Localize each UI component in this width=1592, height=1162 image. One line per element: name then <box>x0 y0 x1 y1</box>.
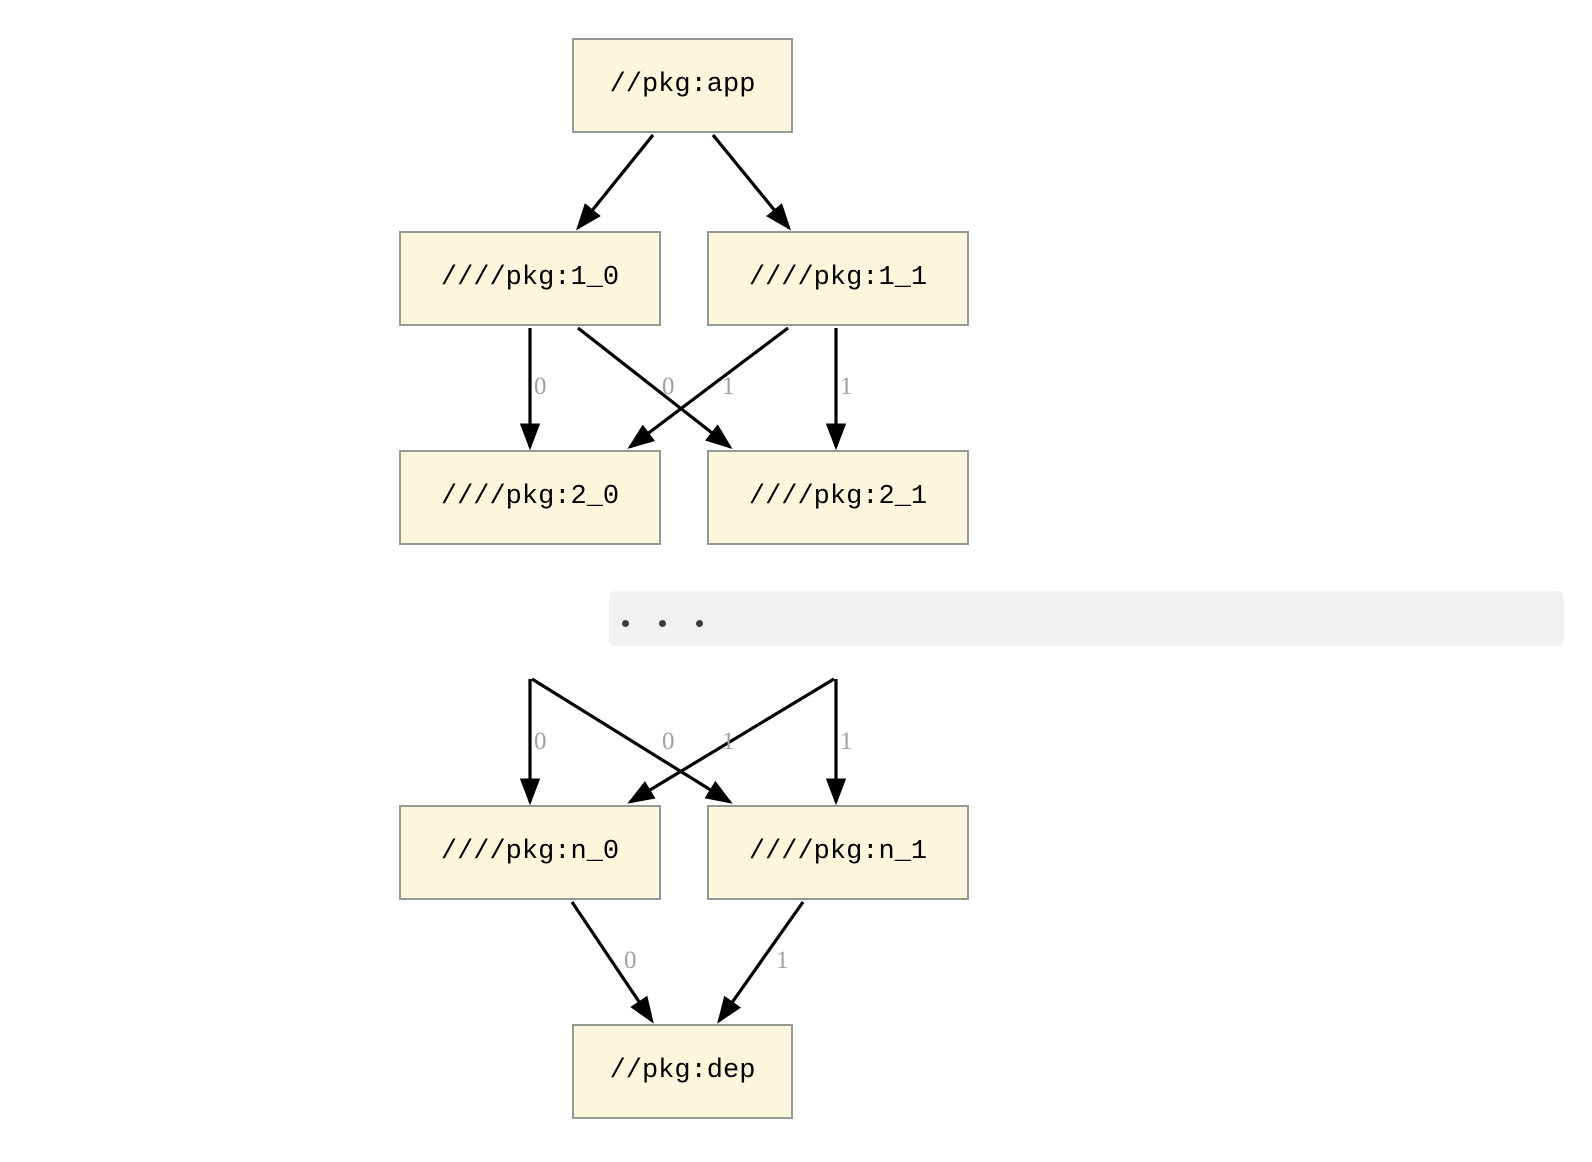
node-label: ////pkg:1_1 <box>748 263 928 293</box>
node-l2_1[interactable]: ////pkg:2_1 <box>707 450 969 545</box>
edge-dangling-to-ln_0 <box>627 677 835 804</box>
edge-label: 1 <box>722 728 735 755</box>
node-label: ////pkg:n_1 <box>748 837 928 867</box>
edge-dangling-to-ln_1 <box>531 677 733 804</box>
edge-l1_1-to-l2_0 <box>627 326 789 449</box>
node-dep[interactable]: //pkg:dep <box>572 1024 793 1119</box>
edge-label: 1 <box>722 373 735 400</box>
node-l1_0[interactable]: ////pkg:1_0 <box>399 231 661 326</box>
edge-label: 0 <box>662 373 675 400</box>
node-label: ////pkg:2_1 <box>748 482 928 512</box>
node-label: //pkg:app <box>609 70 756 100</box>
edge-app-to-l1_0 <box>575 133 655 231</box>
edge-label: 0 <box>662 728 675 755</box>
node-label: ////pkg:2_0 <box>440 482 620 512</box>
ellipsis-dot <box>659 620 666 627</box>
node-app[interactable]: //pkg:app <box>572 38 793 133</box>
edge-app-to-l1_1 <box>711 133 792 231</box>
edge-label: 0 <box>534 373 547 400</box>
node-l1_1[interactable]: ////pkg:1_1 <box>707 231 969 326</box>
edge-label: 1 <box>840 728 853 755</box>
ellipsis-dot <box>622 620 629 627</box>
node-l2_0[interactable]: ////pkg:2_0 <box>399 450 661 545</box>
node-label: ////pkg:n_0 <box>440 837 620 867</box>
node-label: ////pkg:1_0 <box>440 263 620 293</box>
edge-ln_1-to-dep <box>717 901 805 1024</box>
edge-label: 0 <box>624 947 637 974</box>
ellipsis-dot <box>696 620 703 627</box>
edge-label: 1 <box>840 373 853 400</box>
edge-label: 1 <box>776 947 789 974</box>
node-label: //pkg:dep <box>609 1056 756 1086</box>
edge-l1_0-to-l2_1 <box>577 326 733 449</box>
edges-group <box>519 133 847 1024</box>
node-ln_1[interactable]: ////pkg:n_1 <box>707 805 969 900</box>
edge-ln_0-to-dep <box>570 901 654 1024</box>
ellipsis-separator-band <box>609 591 1564 646</box>
edge-label: 0 <box>534 728 547 755</box>
node-ln_0[interactable]: ////pkg:n_0 <box>399 805 661 900</box>
